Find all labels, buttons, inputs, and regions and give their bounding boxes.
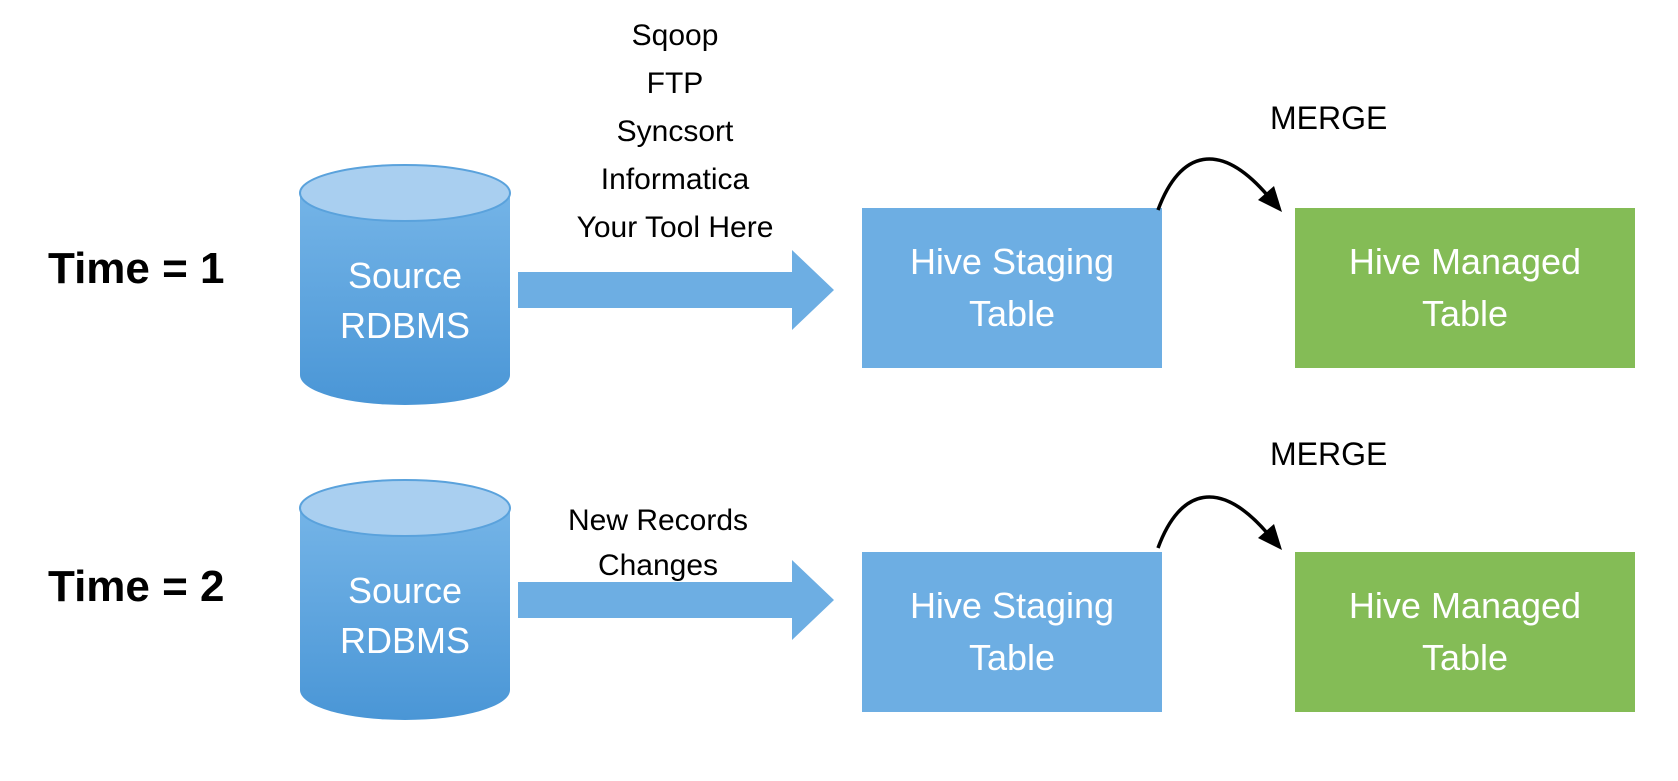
source-rdbms-database: Source RDBMS: [298, 163, 512, 409]
hive-staging-table: Hive Staging Table: [862, 208, 1162, 368]
right-block-arrow-icon: [518, 250, 834, 330]
source-rdbms-database: Source RDBMS: [298, 478, 512, 724]
time-label: Time = 1: [48, 244, 225, 293]
transfer-label: Sqoop: [631, 19, 719, 52]
source-label-line1: Source: [347, 255, 463, 296]
database-cylinder-icon: [299, 479, 511, 720]
source-label-line2: RDBMS: [339, 620, 470, 661]
hive-staging-table: Hive Staging Table: [862, 552, 1162, 712]
source-label-line1: Source: [347, 570, 463, 611]
database-cylinder-icon: [299, 164, 511, 405]
transfer-label: Syncsort: [616, 115, 734, 148]
right-block-arrow-icon: [518, 560, 834, 640]
managed-label-line2: Table: [1421, 637, 1509, 678]
staging-label-line2: Table: [968, 293, 1056, 334]
managed-label-line1: Hive Managed: [1348, 241, 1582, 282]
staging-label-line1: Hive Staging: [909, 241, 1115, 282]
transfer-label: Informatica: [600, 163, 750, 196]
managed-label-line2: Table: [1421, 293, 1509, 334]
transfer-label: Your Tool Here: [576, 211, 774, 244]
transfer-tools-list: Sqoop FTP Syncsort Informatica Your Tool…: [545, 12, 805, 252]
diagram-row-time-1: Time = 1 Source RDBMS Sqoop FTP Syncsort…: [0, 0, 1678, 405]
time-label: Time = 2: [48, 562, 225, 611]
hive-managed-table: Hive Managed Table: [1295, 208, 1635, 368]
curved-arrow-icon: [1156, 157, 1282, 212]
staging-label-line2: Table: [968, 637, 1056, 678]
transfer-label: Changes: [597, 549, 719, 582]
source-label-line2: RDBMS: [339, 305, 470, 346]
transfer-label: New Records: [567, 504, 749, 537]
staging-label-line1: Hive Staging: [909, 585, 1115, 626]
curved-arrow-icon: [1156, 495, 1282, 550]
hive-managed-table: Hive Managed Table: [1295, 552, 1635, 712]
transfer-label: FTP: [646, 67, 704, 100]
diagram-row-time-2: Time = 2 Source RDBMS New Records Change…: [0, 340, 1678, 720]
merge-label: MERGE: [1270, 436, 1388, 472]
transfer-changes-list: New Records Changes: [528, 498, 788, 588]
merge-label: MERGE: [1270, 100, 1388, 136]
managed-label-line1: Hive Managed: [1348, 585, 1582, 626]
